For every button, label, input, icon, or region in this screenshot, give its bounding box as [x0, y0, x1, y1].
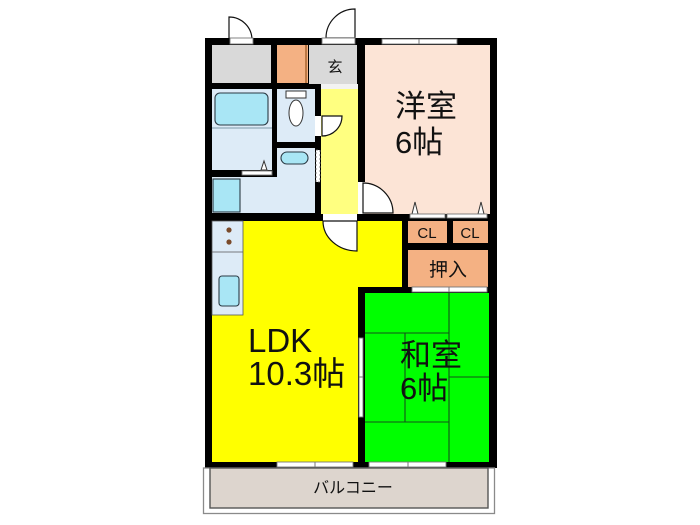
hallway [315, 89, 358, 214]
kitchen-sink-icon [218, 275, 240, 307]
entrance: 玄 [309, 45, 357, 84]
balcony: バルコニー [202, 467, 496, 515]
entrance-door-swing-icon [325, 8, 356, 39]
stove-burner-icon [226, 227, 232, 233]
entrance-step [321, 84, 358, 89]
closet-2: CL [453, 221, 488, 243]
japanese-room: 和室 6帖 [365, 293, 489, 462]
japanese-room-name: 和室 [400, 338, 462, 373]
ldk-door-swing-icon [322, 220, 358, 252]
closet-1: CL [408, 221, 447, 243]
closet-door-1 [409, 213, 446, 219]
western-room-door-swing-icon [362, 182, 394, 214]
western-room-size: 6帖 [395, 125, 443, 160]
kitchen-counter [211, 220, 244, 316]
washroom [212, 148, 321, 213]
stove-burner-icon [226, 239, 232, 245]
bath-door-opening [241, 170, 273, 176]
western-room-window-icon [381, 38, 458, 45]
washroom-sliding-door-icon [315, 149, 321, 183]
toilet-icon [285, 90, 307, 127]
folding-door-icon [260, 159, 268, 171]
storage-door-opening [229, 37, 254, 45]
ldk-name: LDK [248, 322, 312, 359]
japanese-room-sliding-door-icon [358, 337, 364, 418]
japanese-room-size: 6帖 [400, 371, 448, 406]
oshiire-closet: 押入 [408, 250, 488, 287]
washbasin-icon [280, 151, 309, 165]
balcony-label: バルコニー [313, 480, 393, 497]
bathtub-icon [214, 92, 269, 126]
storage-room [212, 45, 271, 83]
toilet-door-swing-icon [321, 115, 343, 137]
closet-2-label: CL [460, 225, 479, 242]
bathroom [212, 89, 272, 171]
toilet-room [277, 89, 315, 142]
ldk-window-icon [276, 461, 354, 468]
japanese-room-window-icon [368, 461, 447, 468]
tatami-mat-lines [365, 293, 489, 462]
western-room-name: 洋室 [395, 89, 457, 124]
ldk-room: LDK 10.3帖 [211, 214, 402, 462]
western-room: 洋室 6帖 [358, 45, 490, 215]
closet-door-2 [446, 213, 488, 219]
ldk-size: 10.3帖 [248, 355, 345, 392]
shoe-box [277, 45, 308, 83]
washing-machine-icon [212, 178, 241, 213]
closet-1-label: CL [417, 225, 436, 242]
entrance-label: 玄 [327, 59, 342, 76]
oshiire-label: 押入 [429, 259, 467, 281]
oshiire-sliding-door-icon [411, 286, 488, 293]
entrance-door-opening [321, 37, 356, 45]
storage-door-swing-icon [228, 16, 253, 41]
